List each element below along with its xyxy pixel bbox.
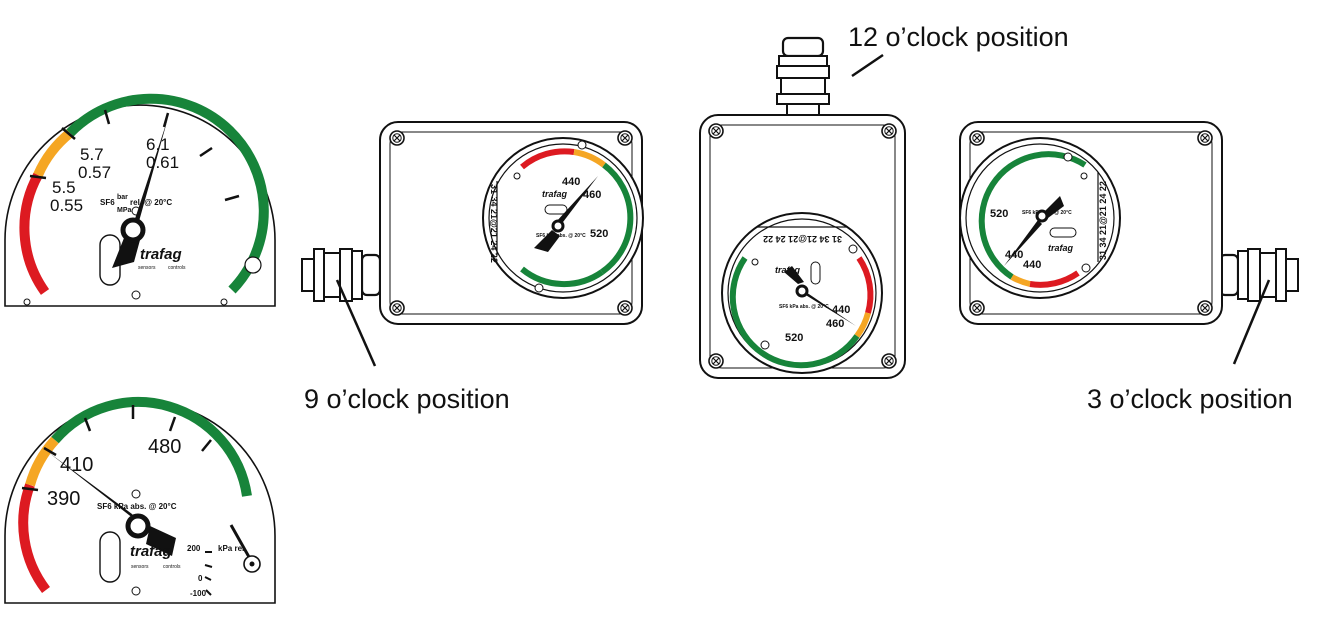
svg-text:sensors: sensors	[138, 265, 156, 271]
device-3-tick-440-a: 440	[1005, 249, 1023, 261]
gauge-bar-tick-3-mpa: 0.61	[146, 153, 179, 172]
device-9-serial: 31 34 21@21 24 22	[489, 184, 499, 263]
trafag-logo: trafag	[1048, 243, 1074, 253]
gauge-bar-unit-bottom: MPa	[117, 207, 132, 214]
gauge-bar-gas: SF6	[100, 198, 115, 207]
svg-text:trafag: trafag	[140, 246, 182, 263]
gauge-kpa-aux-unit: kPa rel	[218, 544, 244, 553]
svg-text:controls: controls	[168, 265, 186, 271]
device-12-tick-460: 460	[826, 318, 844, 330]
device-3-serial: 31 34 21@21 24 22	[1098, 181, 1108, 260]
gauge-bar-tick-1-bar: 5.5	[52, 178, 76, 197]
gauge-kpa-needle	[48, 452, 176, 556]
device-9-tick-520: 520	[590, 228, 608, 240]
svg-text:sensors: sensors	[131, 564, 149, 570]
gauge-kpa-tick-410: 410	[60, 454, 93, 476]
trafag-logo: trafag sensors controls	[130, 543, 181, 570]
label-9-oclock: 9 o’clock position	[304, 384, 510, 414]
svg-text:trafag: trafag	[130, 543, 172, 560]
device-12-oclock: 440 460 520 31 34 21@21 24 22 SF6 kPa ab…	[699, 36, 906, 379]
device-9-caption: SF6 kPa abs. @ 20°C	[536, 233, 586, 239]
device-3-oclock: 520 440 440 31 34 21@21 24 22 SF6 kPa ab…	[959, 121, 1300, 365]
gauge-kpa-aux-tick-200: 200	[187, 544, 201, 553]
gauge-bar-needle	[112, 118, 168, 268]
gauge-bar-unit-top: bar	[117, 194, 128, 201]
trafag-logo: trafag	[542, 189, 568, 199]
gauge-kpa-tick-480: 480	[148, 436, 181, 458]
device-12-serial: 31 34 21@21 24 22	[763, 234, 842, 244]
device-12-tick-440: 440	[832, 304, 850, 316]
gauge-kpa-caption: SF6 kPa abs. @ 20°C	[97, 502, 177, 511]
gauge-face-kpa: 390 410 480 SF6 kPa abs. @ 20°C trafag s…	[4, 396, 276, 604]
device-12-tick-520: 520	[785, 332, 803, 344]
gauge-kpa-aux-tick-neg100: -100	[190, 589, 207, 598]
gauge-bar-ref: rel. @ 20°C	[130, 198, 172, 207]
cable-gland	[1218, 247, 1300, 303]
device-9-tick-460: 460	[583, 189, 601, 201]
label-3-oclock: 3 o’clock position	[1087, 384, 1293, 414]
gauge-kpa-tick-390: 390	[47, 488, 80, 510]
cable-gland	[300, 247, 382, 303]
cable-gland	[775, 36, 831, 118]
device-9-oclock: 440 460 520 31 34 21@21 24 22 SF6 kPa ab…	[300, 121, 644, 367]
svg-text:controls: controls	[163, 564, 181, 570]
gauge-kpa-aux-tick-0: 0	[198, 574, 203, 583]
gauge-bar-tick-2-mpa: 0.57	[78, 163, 111, 182]
gauge-bar-tick-2-bar: 5.7	[80, 145, 104, 164]
gauge-bar-tick-3-bar: 6.1	[146, 135, 170, 154]
device-3-tick-520: 520	[990, 208, 1008, 220]
device-9-tick-440: 440	[562, 176, 580, 188]
gauge-face-bar: 5.5 0.55 5.7 0.57 6.1 0.61 SF6 bar MPa r…	[4, 93, 276, 307]
device-3-tick-440-b: 440	[1023, 259, 1041, 271]
device-12-caption: SF6 kPa abs. @ 20°C	[779, 304, 829, 310]
label-12-oclock: 12 o’clock position	[848, 22, 1069, 52]
trafag-logo: trafag sensors controls	[138, 246, 186, 271]
gauge-bar-tick-1-mpa: 0.55	[50, 196, 83, 215]
